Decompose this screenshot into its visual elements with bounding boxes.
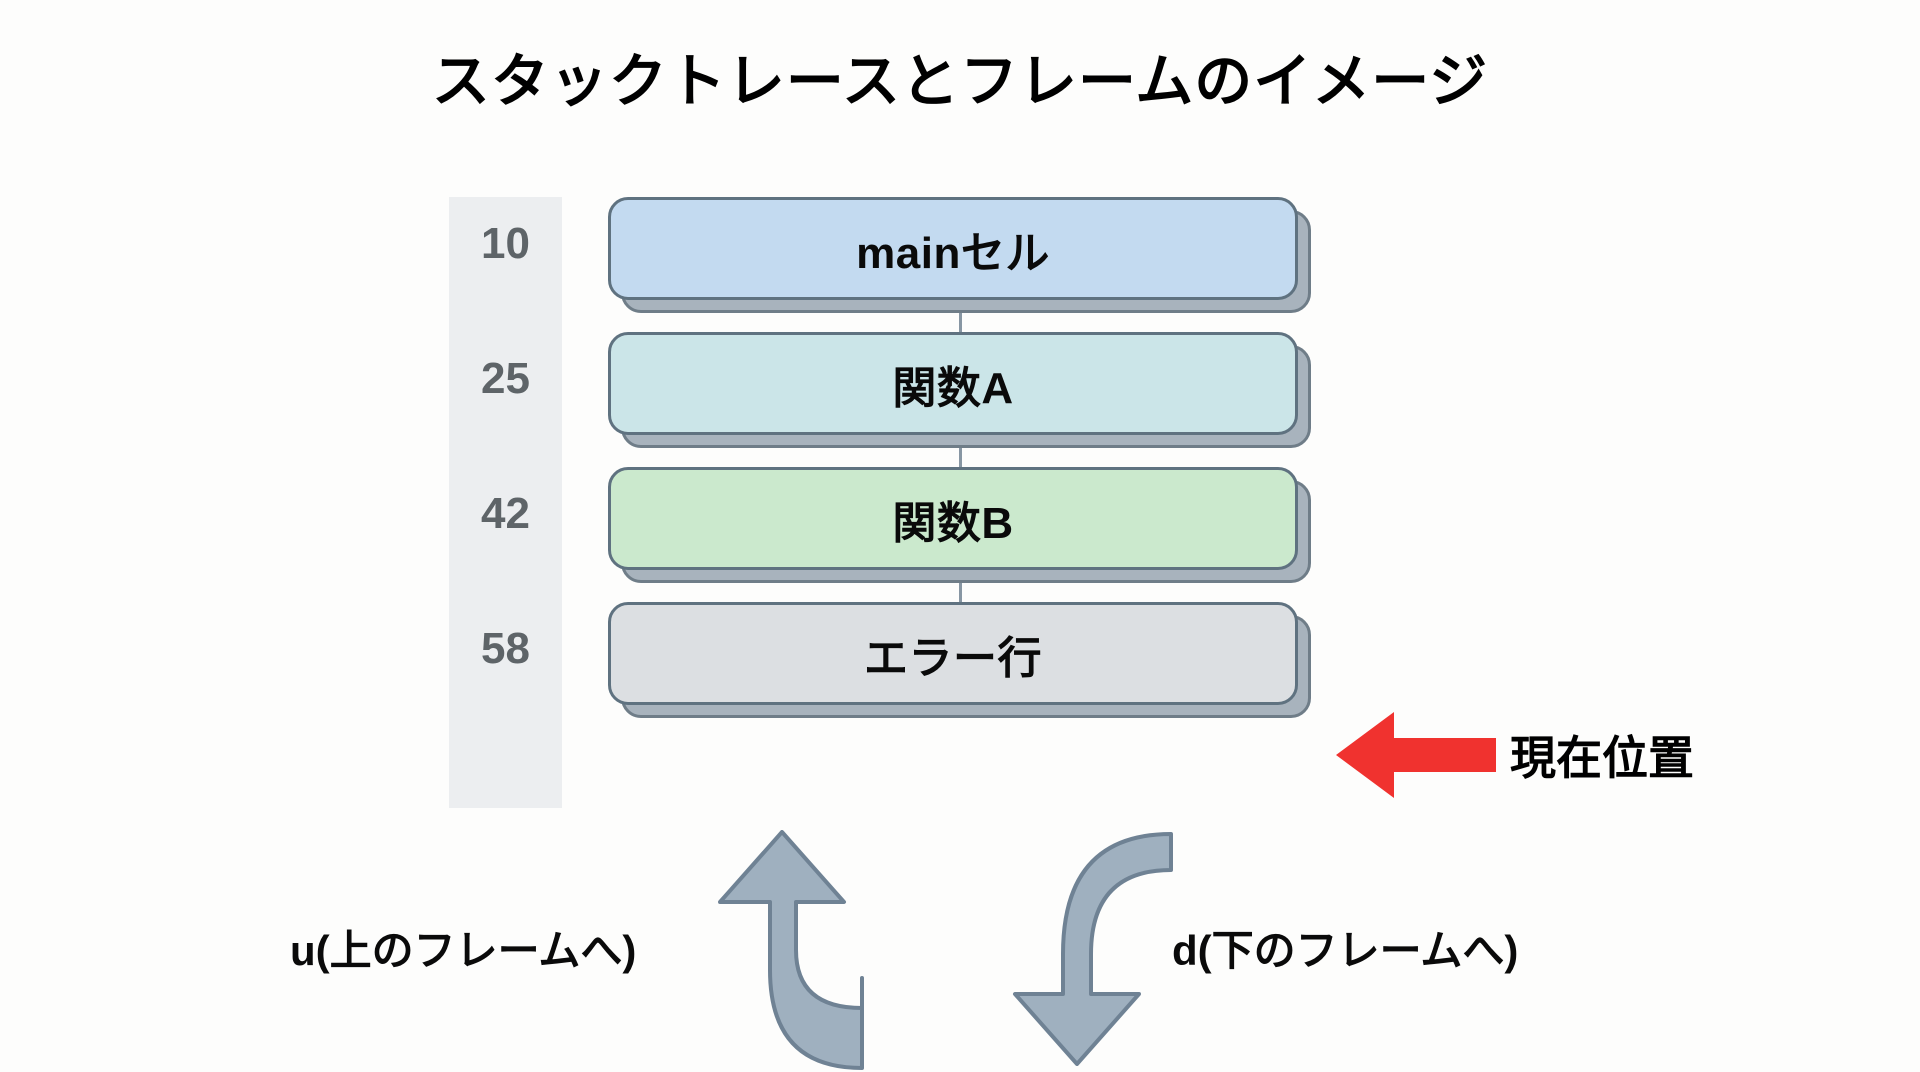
frame-card-face: 関数B xyxy=(608,467,1298,570)
frame-card-face: mainセル xyxy=(608,197,1298,300)
line-number-25: 25 xyxy=(481,354,530,403)
frame-down-label: d(下のフレームへ) xyxy=(1172,927,1519,974)
line-number-58: 58 xyxy=(481,624,530,673)
frame-card-error-line[interactable]: エラー行 xyxy=(608,602,1312,720)
frame-up-label: u(上のフレームへ) xyxy=(290,927,637,974)
frame-connector-3 xyxy=(959,570,962,617)
frame-card-function-a[interactable]: 関数A xyxy=(608,332,1312,450)
frame-card-main[interactable]: mainセル xyxy=(608,197,1312,315)
frame-down-arrow-icon[interactable] xyxy=(985,828,1200,1066)
current-position-arrow-icon xyxy=(1336,712,1496,798)
line-number-10: 10 xyxy=(481,219,530,268)
frame-label: 関数B xyxy=(892,498,1014,548)
frame-connector-2 xyxy=(959,435,962,482)
current-position-label: 現在位置 xyxy=(1510,732,1694,784)
frame-label: mainセル xyxy=(856,228,1050,278)
frame-card-function-b[interactable]: 関数B xyxy=(608,467,1312,585)
frame-label: エラー行 xyxy=(864,633,1042,683)
frame-label: 関数A xyxy=(892,363,1014,413)
line-number-42: 42 xyxy=(481,489,530,538)
frame-connector-1 xyxy=(959,300,962,347)
frame-up-arrow-icon[interactable] xyxy=(710,830,930,1070)
frame-card-face: エラー行 xyxy=(608,602,1298,705)
page-title: スタックトレースとフレームのイメージ xyxy=(431,49,1489,114)
line-number-gutter: 10 25 42 58 xyxy=(449,197,562,808)
frame-card-face: 関数A xyxy=(608,332,1298,435)
